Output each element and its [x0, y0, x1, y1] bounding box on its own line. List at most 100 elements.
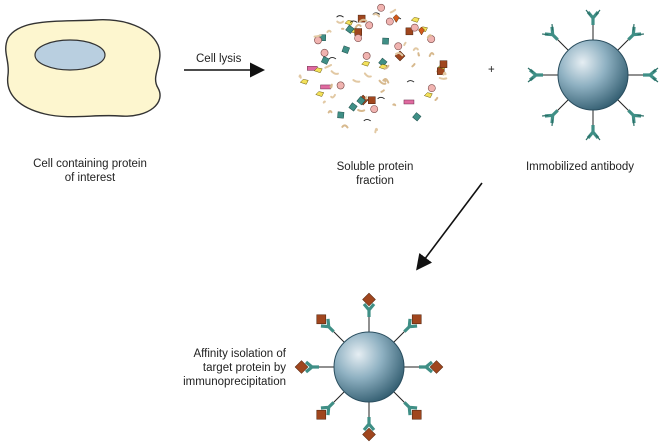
protein-circle — [365, 21, 374, 30]
fragment — [357, 109, 366, 113]
protein-square — [356, 96, 366, 106]
antibody-caption: Immobilized antibody — [525, 161, 635, 173]
fragment — [412, 47, 419, 52]
fragment — [426, 34, 432, 39]
fragment — [442, 71, 447, 76]
protein-debris-cloud — [298, 3, 448, 134]
cell-caption-line1: Cell containing protein — [33, 158, 147, 170]
fragment — [403, 41, 407, 47]
fragment — [349, 20, 358, 23]
linker-line — [393, 331, 405, 343]
immunoprecipitated-bead — [293, 291, 445, 443]
fragment — [374, 127, 379, 134]
fragment — [326, 29, 332, 34]
fragment — [328, 56, 337, 60]
linker-line — [557, 39, 569, 51]
protein-fragment — [315, 91, 325, 97]
fragment — [354, 23, 362, 30]
fragment — [298, 74, 302, 79]
linker-line — [333, 331, 345, 343]
fragment — [417, 52, 421, 57]
protein-square — [337, 111, 345, 119]
affinity-caption-line2: target protein by — [202, 362, 286, 374]
affinity-caption: Affinity isolation of target protein by … — [160, 347, 286, 389]
fragment — [434, 96, 439, 102]
fragment — [363, 72, 372, 78]
protein-circle — [385, 17, 394, 26]
nucleus — [34, 39, 106, 71]
antibody-icon — [584, 123, 602, 142]
protein-circle — [370, 105, 379, 114]
antibody-with-protein-icon — [361, 415, 377, 443]
fragment — [438, 76, 448, 80]
antibody-bead — [526, 8, 659, 142]
fragment — [394, 52, 404, 57]
protein-circle — [320, 48, 329, 57]
protein-bar — [320, 84, 331, 90]
linker-line — [617, 39, 629, 51]
protein-fragment — [423, 92, 433, 98]
linker-line — [557, 99, 569, 111]
soluble-caption: Soluble protein fraction — [320, 160, 430, 188]
protein-fragment — [361, 60, 371, 67]
protein-fragment — [299, 79, 309, 85]
protein-triangle — [392, 14, 400, 23]
ip-arrow — [416, 182, 483, 271]
antibody-icon — [526, 66, 545, 84]
plus-sign: + — [488, 64, 495, 76]
protein-square — [320, 56, 330, 65]
fragment — [352, 79, 361, 83]
fragment — [330, 93, 336, 99]
fragment — [322, 100, 326, 104]
fragment — [392, 103, 397, 107]
protein-circle — [410, 23, 419, 32]
protein-square — [348, 102, 358, 112]
protein-square — [341, 45, 350, 54]
fragment — [378, 79, 387, 85]
fragment — [329, 83, 333, 89]
linker-line — [393, 391, 405, 403]
antibody-icon — [584, 8, 602, 27]
protein-square — [345, 24, 355, 34]
cell-caption-line2: of interest — [64, 172, 116, 184]
fragment — [324, 64, 333, 69]
fragment — [327, 110, 333, 114]
affinity-caption-line1: Affinity isolation of — [193, 348, 286, 360]
protein-circle — [394, 42, 403, 51]
soluble-caption-line2: fraction — [356, 175, 394, 187]
protein-circle — [314, 36, 322, 45]
antibody-icon — [641, 66, 659, 84]
fragment — [373, 13, 381, 18]
protein-square — [357, 14, 366, 23]
antibody-with-protein-icon — [417, 359, 445, 375]
fragment — [377, 96, 385, 100]
protein-bar — [403, 99, 415, 105]
fragment — [341, 124, 349, 129]
protein-square — [378, 57, 388, 67]
protein-circle — [377, 3, 386, 12]
linker-line — [333, 391, 345, 403]
protein-triangle — [418, 26, 425, 36]
protein-circle — [336, 81, 345, 90]
protein-fragment — [410, 17, 420, 23]
protein-square — [412, 112, 422, 122]
protein-fragment — [313, 67, 323, 74]
affinity-caption-line3: immunoprecipitation — [183, 376, 286, 388]
fragment — [380, 89, 385, 93]
protein-circle — [362, 52, 371, 60]
fragment — [363, 118, 372, 122]
cell-lysis-label: Cell lysis — [196, 53, 242, 65]
cell-caption: Cell containing protein of interest — [20, 157, 160, 185]
cell-illustration — [5, 19, 161, 118]
soluble-caption-line1: Soluble protein — [336, 161, 414, 173]
fragment — [428, 52, 435, 58]
antibody-with-protein-icon — [361, 291, 377, 319]
fragment — [411, 63, 416, 68]
linker-line — [617, 99, 629, 111]
protein-square — [382, 37, 389, 45]
protein-circle — [354, 34, 363, 43]
fragment — [382, 77, 390, 84]
fragment — [406, 80, 415, 83]
protein-square — [405, 27, 414, 36]
